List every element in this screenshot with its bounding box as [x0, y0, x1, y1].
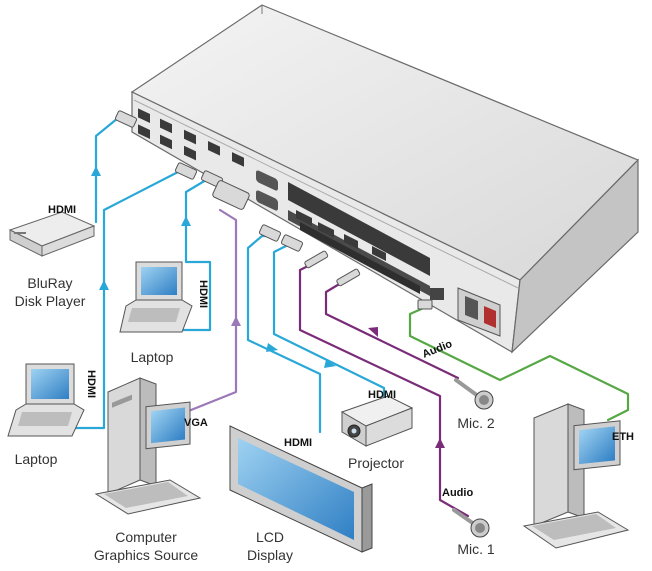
- arrow-vga: [231, 316, 241, 326]
- computer-source: [94, 377, 202, 515]
- projector: [340, 395, 414, 447]
- output-hdmi-ports: [296, 210, 386, 261]
- projector-label: Projector: [348, 455, 404, 471]
- hdmi-ports: [138, 108, 244, 167]
- lcd-label-line2: Display: [247, 547, 293, 563]
- power-socket: [457, 287, 501, 337]
- pc-eth-label: ETH: [612, 431, 634, 443]
- laptop-left: [7, 363, 85, 437]
- cables: [68, 116, 630, 518]
- bluray-label-line2: Disk Player: [15, 293, 86, 309]
- computer-label-line1: Computer: [115, 529, 177, 545]
- lcd-display: [229, 425, 373, 553]
- lcd-label-line1: LCD: [256, 529, 284, 545]
- bluray-player: [8, 211, 96, 257]
- projector-hdmi-cable: [272, 242, 386, 410]
- ethernet-port: [430, 288, 444, 300]
- arrow-mic2: [368, 327, 378, 337]
- computer-vga-cable: [184, 208, 238, 414]
- arrow-mic1: [435, 438, 445, 448]
- laptop-right-hdmi-label: HDMI: [197, 280, 209, 308]
- mic2-audio-label: Audio: [421, 338, 455, 361]
- laptop-right: [119, 261, 193, 333]
- mic2-label: Mic. 2: [457, 415, 495, 431]
- arrow-laptop-right: [181, 216, 191, 226]
- laptop-left-hdmi-label: HDMI: [85, 370, 97, 398]
- laptop-left-label: Laptop: [15, 451, 58, 467]
- arrow-lcd: [266, 343, 278, 352]
- mic2-audio-cable: [324, 278, 460, 380]
- computer-vga-label: VGA: [184, 417, 208, 429]
- computer-label-line2: Graphics Source: [94, 547, 198, 563]
- mic1-audio-cable: [298, 260, 470, 518]
- connector-plugs: [114, 110, 433, 310]
- mic1-label: Mic. 1: [457, 541, 495, 557]
- projector-hdmi-label: HDMI: [368, 389, 396, 401]
- bluray-label-line1: BluRay: [27, 275, 72, 291]
- mic1: [452, 508, 490, 538]
- arrow-bluray: [91, 166, 101, 176]
- switcher-side-panel: [511, 158, 639, 354]
- laptop-right-label: Laptop: [131, 349, 174, 365]
- arrow-projector: [324, 360, 336, 368]
- vga-port: [256, 170, 278, 211]
- mic1-audio-label: Audio: [442, 487, 473, 499]
- lcd-hdmi-label: HDMI: [284, 437, 312, 449]
- bluray-hdmi-label: HDMI: [48, 204, 76, 216]
- mic2: [454, 378, 494, 410]
- device-labels: BluRay Disk Player Laptop Laptop Compute…: [15, 275, 495, 563]
- switcher-unit: [130, 4, 640, 354]
- cable-arrows: [91, 166, 445, 448]
- arrow-laptop-left: [99, 280, 109, 290]
- pc-ethernet: [522, 403, 630, 549]
- pc-ethernet-cable: [408, 304, 630, 422]
